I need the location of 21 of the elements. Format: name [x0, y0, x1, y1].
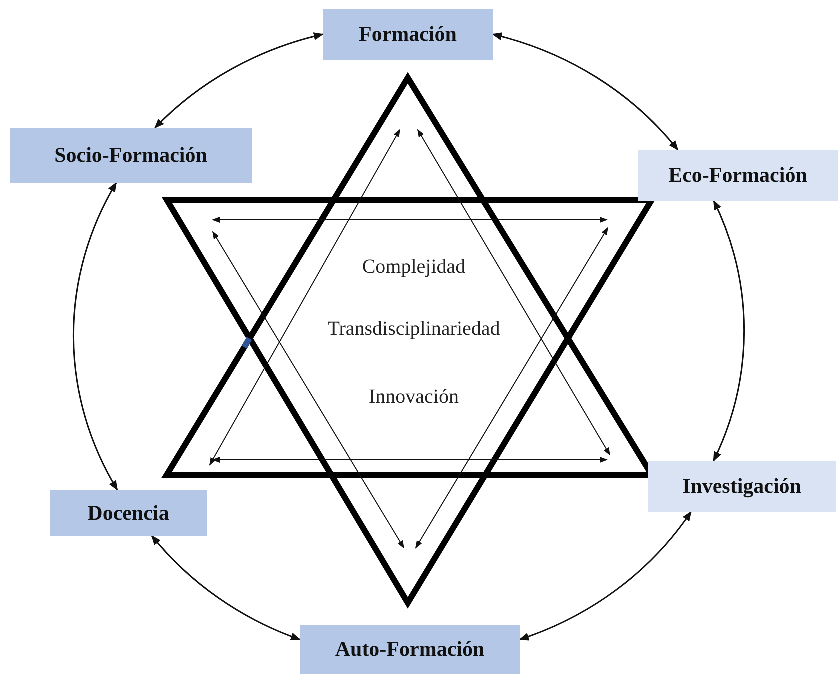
curved-arrow: [519, 511, 692, 640]
concept-label: Auto-Formación: [335, 637, 485, 662]
curved-arrow: [154, 33, 324, 129]
concept-label: Eco-Formación: [668, 163, 808, 188]
curved-arrow: [492, 33, 679, 151]
concept-label: Socio-Formación: [54, 143, 208, 168]
curved-arrow: [73, 182, 118, 491]
concept-box: [10, 128, 252, 183]
curved-arrow: [151, 535, 301, 640]
concept-box: [648, 461, 836, 512]
concept-box: [323, 9, 493, 60]
center-label: Complejidad: [361, 256, 467, 279]
concept-box: [50, 490, 207, 536]
curved-arrow: [713, 200, 744, 462]
concept-label: Docencia: [88, 500, 170, 526]
center-label: Transdisciplinariedad: [326, 318, 502, 341]
concept-label: Investigación: [682, 474, 802, 499]
concept-label: Formación: [359, 22, 457, 47]
concept-box: [638, 150, 838, 201]
concept-box: [300, 625, 520, 674]
center-label: Innovación: [368, 386, 460, 409]
